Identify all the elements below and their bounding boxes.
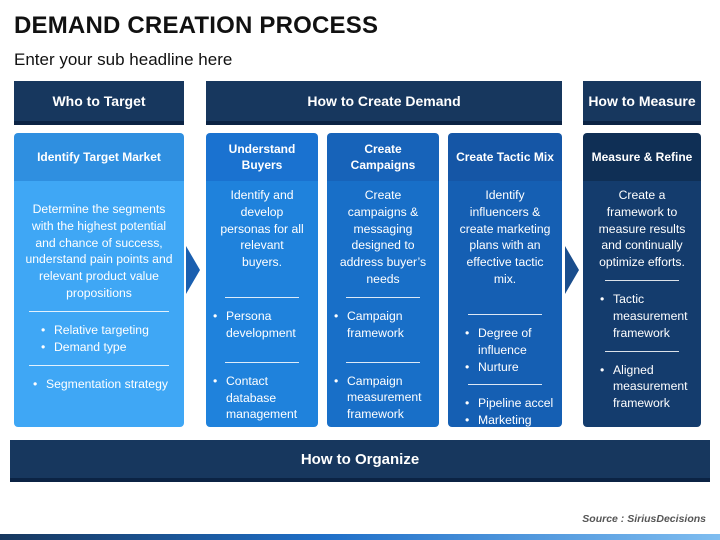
bullet-list: Tactic measurement framework bbox=[590, 291, 694, 341]
column-body: Determine the segments with the highest … bbox=[14, 181, 184, 427]
bottom-accent-bar bbox=[0, 534, 720, 540]
divider bbox=[225, 361, 299, 363]
divider bbox=[29, 364, 169, 366]
bullet-list: Aligned measurement framework bbox=[590, 362, 694, 412]
bullet-item: Campaign framework bbox=[334, 308, 432, 342]
bullet-list: Degree of influence Nurture bbox=[455, 325, 555, 375]
column-heading: Measure & Refine bbox=[583, 133, 701, 181]
bullet-list: Relative targeting Demand type bbox=[21, 322, 177, 356]
bullet-list: Campaign framework bbox=[334, 308, 432, 342]
divider bbox=[29, 310, 169, 312]
bullet-list: Contact database management bbox=[213, 373, 311, 423]
column-body: Create a framework to measure results an… bbox=[583, 181, 701, 427]
bullet-list: Pipeline accel Marketing attribution bbox=[455, 395, 555, 427]
column-create-tactic-mix: Create Tactic Mix Identify influencers &… bbox=[448, 133, 562, 427]
bullet-list: Campaign measurement framework bbox=[334, 373, 432, 423]
column-description: Identify influencers & create marketing … bbox=[459, 188, 551, 287]
column-heading: Understand Buyers bbox=[206, 133, 318, 181]
bullet-item: Contact database management bbox=[213, 373, 311, 423]
bullet-item: Aligned measurement framework bbox=[600, 362, 694, 412]
bullet-item: Degree of influence bbox=[465, 325, 555, 359]
page-title: DEMAND CREATION PROCESS bbox=[14, 12, 379, 39]
column-description: Identify and develop personas for all re… bbox=[220, 188, 304, 270]
bullet-list: Segmentation strategy bbox=[21, 376, 177, 393]
column-identify-target-market: Identify Target Market Determine the seg… bbox=[14, 133, 184, 427]
column-create-campaigns: Create Campaigns Create campaigns & mess… bbox=[327, 133, 439, 427]
chevron-right-icon bbox=[565, 246, 579, 294]
page-subtitle: Enter your sub headline here bbox=[14, 50, 233, 69]
source-note: Source : SiriusDecisions bbox=[582, 513, 706, 525]
column-description: Determine the segments with the highest … bbox=[25, 202, 173, 301]
how-to-organize-bar: How to Organize bbox=[10, 440, 710, 482]
header-who-to-target: Who to Target bbox=[14, 81, 184, 125]
header-how-to-create-demand: How to Create Demand bbox=[206, 81, 562, 125]
divider bbox=[225, 297, 299, 299]
chevron-right-icon bbox=[186, 246, 200, 294]
column-measure-and-refine: Measure & Refine Create a framework to m… bbox=[583, 133, 701, 427]
column-body: Identify influencers & create marketing … bbox=[448, 181, 562, 427]
column-heading: Identify Target Market bbox=[14, 133, 184, 181]
bullet-item: Nurture bbox=[465, 359, 555, 376]
bullet-item: Relative targeting bbox=[41, 322, 177, 339]
column-heading: Create Tactic Mix bbox=[448, 133, 562, 181]
bullet-item: Pipeline accel bbox=[465, 395, 555, 412]
bullet-item: Campaign measurement framework bbox=[334, 373, 432, 423]
column-description: Create a framework to measure results an… bbox=[598, 188, 686, 270]
divider bbox=[346, 296, 420, 298]
bullet-item: Tactic measurement framework bbox=[600, 291, 694, 341]
column-description: Create campaigns & messaging designed to… bbox=[339, 188, 427, 287]
column-heading: Create Campaigns bbox=[327, 133, 439, 181]
header-how-to-measure: How to Measure bbox=[583, 81, 701, 125]
divider bbox=[605, 280, 679, 282]
bullet-item: Demand type bbox=[41, 339, 177, 356]
bullet-item: Segmentation strategy bbox=[33, 376, 177, 393]
column-body: Identify and develop personas for all re… bbox=[206, 181, 318, 427]
divider bbox=[468, 384, 542, 386]
bullet-list: Persona development bbox=[213, 308, 311, 342]
bullet-item: Marketing attribution bbox=[465, 412, 555, 427]
divider bbox=[346, 361, 420, 363]
divider bbox=[605, 350, 679, 352]
column-understand-buyers: Understand Buyers Identify and develop p… bbox=[206, 133, 318, 427]
column-body: Create campaigns & messaging designed to… bbox=[327, 181, 439, 427]
bullet-item: Persona development bbox=[213, 308, 311, 342]
divider bbox=[468, 313, 542, 315]
